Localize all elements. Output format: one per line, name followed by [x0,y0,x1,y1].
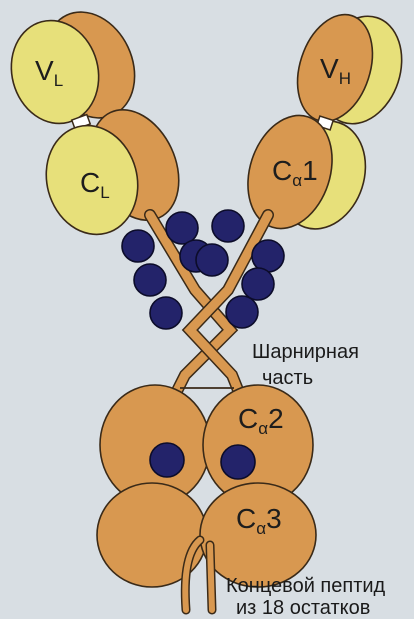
glycan-dot [150,297,182,329]
glycan-dot [252,240,284,272]
hinge-label-line1: Шарнирная [252,341,359,363]
glycan-dot [226,296,258,328]
hinge-label-line2: часть [262,367,313,389]
glycan-dot [150,443,184,477]
tailpiece-label-line1: Концевой пептид [226,575,386,597]
glycan-dot [122,230,154,262]
glycan-dot [212,210,244,242]
glycan-dot [221,445,255,479]
glycan-dot [134,264,166,296]
glycan-dot [242,268,274,300]
right-arm [234,5,414,240]
left-arm [0,0,196,245]
glycan-dot [166,212,198,244]
tailpiece-label-line2: из 18 остатков [236,597,370,619]
glycan-dot [196,244,228,276]
